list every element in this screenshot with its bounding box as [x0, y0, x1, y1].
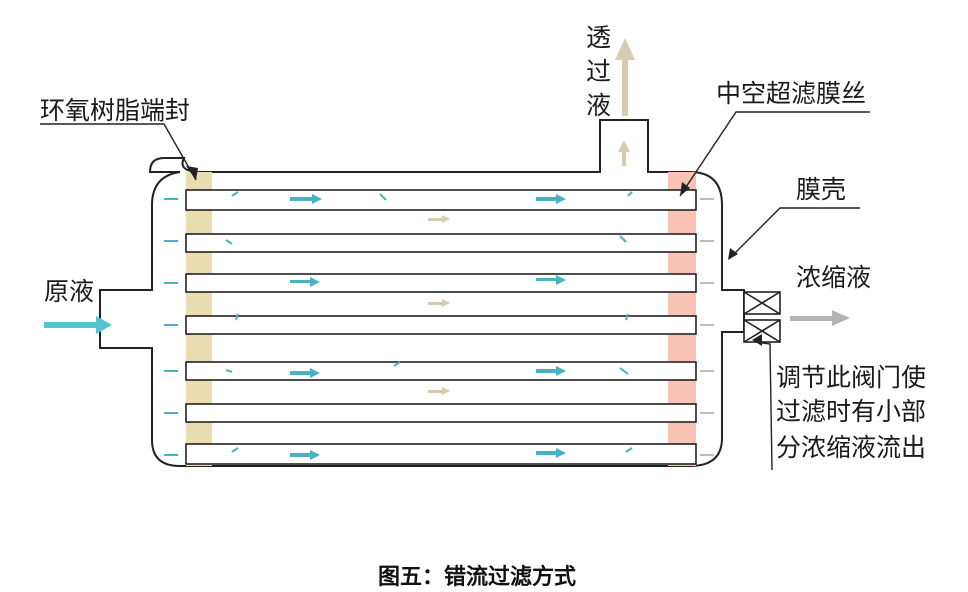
leader-shell-arrowhead	[728, 248, 738, 260]
label-permeate-3: 液	[586, 91, 611, 120]
arrow-right-icon	[290, 194, 322, 204]
leader-lines	[40, 111, 870, 471]
hollow-fibers	[185, 189, 697, 465]
leader-valve	[755, 341, 773, 471]
arrow-right-icon	[536, 366, 566, 376]
leader-valve-arrowhead	[752, 334, 762, 346]
leader-fiber-arrowhead	[680, 182, 690, 196]
label-concentrate: 浓缩液	[796, 263, 871, 292]
leader-shell	[729, 207, 860, 259]
label-feed: 原液	[44, 277, 94, 306]
label-permeate-1: 透	[586, 23, 611, 52]
arrow-right-icon	[536, 194, 566, 204]
label-epoxy-seal: 环氧树脂端封	[40, 96, 190, 125]
leader-fiber	[679, 111, 870, 197]
fiber-tube	[185, 361, 697, 381]
fiber-tube	[185, 315, 697, 335]
arrow-right-icon	[536, 448, 566, 458]
arrow-right-icon	[536, 275, 566, 285]
flow-arrows	[164, 194, 566, 460]
figure-caption: 图五：错流过滤方式	[378, 564, 576, 590]
fiber-tube	[185, 233, 697, 253]
label-valve-note-3: 分浓缩液流出	[776, 433, 926, 462]
concentrate-arrow-icon	[790, 310, 850, 326]
feed-arrow-icon	[44, 316, 112, 334]
fiber-tube	[185, 189, 697, 211]
valve-cross-icon[interactable]	[743, 291, 781, 343]
arrow-right-icon	[290, 368, 320, 378]
label-hollow-fiber: 中空超滤膜丝	[716, 79, 866, 108]
label-permeate-2: 过	[586, 57, 611, 86]
fiber-tube	[185, 403, 697, 423]
seepage-marks	[225, 191, 633, 453]
arrow-right-icon	[290, 277, 320, 287]
arrow-right-icon	[290, 450, 320, 460]
leader-epoxy	[40, 123, 197, 181]
fiber-tube	[185, 443, 697, 465]
permeate-flow-arrows	[428, 215, 450, 395]
permeate-arrow-icon	[615, 38, 635, 166]
label-valve-note-2: 过滤时有小部	[776, 397, 926, 426]
fiber-tube	[185, 273, 697, 293]
outlet-dashes	[700, 198, 714, 456]
label-valve-note-1: 调节此阀门使	[776, 363, 926, 392]
label-membrane-shell: 膜壳	[796, 175, 846, 204]
leader-epoxy-arrowhead	[186, 166, 198, 180]
